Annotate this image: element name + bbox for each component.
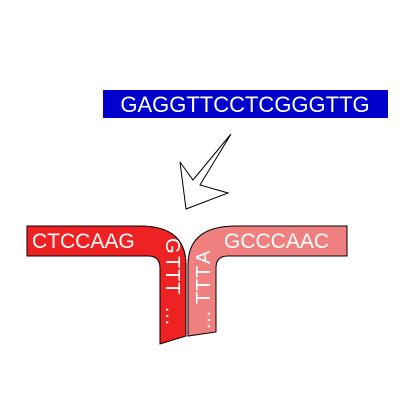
right-vertical-base-3: T [193, 279, 215, 291]
left-vertical-base-1: G [161, 238, 183, 254]
query-sequence-box: GAGGTTCCTCGGGTTG [103, 90, 388, 118]
arrow-icon [179, 133, 232, 210]
left-vertical-base-2: T [161, 256, 183, 268]
right-strand-shape [187, 225, 348, 337]
right-strand-vertical-text: … T T T A [193, 250, 215, 330]
query-sequence-text: GAGGTTCCTCGGGTTG [120, 92, 369, 117]
right-vertical-base-1: A [193, 250, 215, 264]
right-vertical-base-2: T [193, 266, 215, 278]
left-strand-horizontal-text: CTCCAAG [32, 230, 135, 253]
left-vertical-base-4: T [161, 282, 183, 294]
left-vertical-ellipsis: … [161, 306, 183, 326]
right-strand-horizontal-text: GCCCAAC [224, 230, 329, 253]
left-strand: CTCCAAG G T T T … [26, 225, 187, 345]
left-vertical-base-3: T [161, 269, 183, 281]
query-box-background [103, 90, 388, 118]
left-strand-vertical-text: G T T T … [161, 238, 183, 326]
right-vertical-ellipsis: … [193, 310, 215, 330]
left-strand-shape [26, 225, 187, 345]
right-strand: GCCCAAC … T T T A [187, 225, 348, 337]
right-vertical-base-4: T [193, 292, 215, 304]
